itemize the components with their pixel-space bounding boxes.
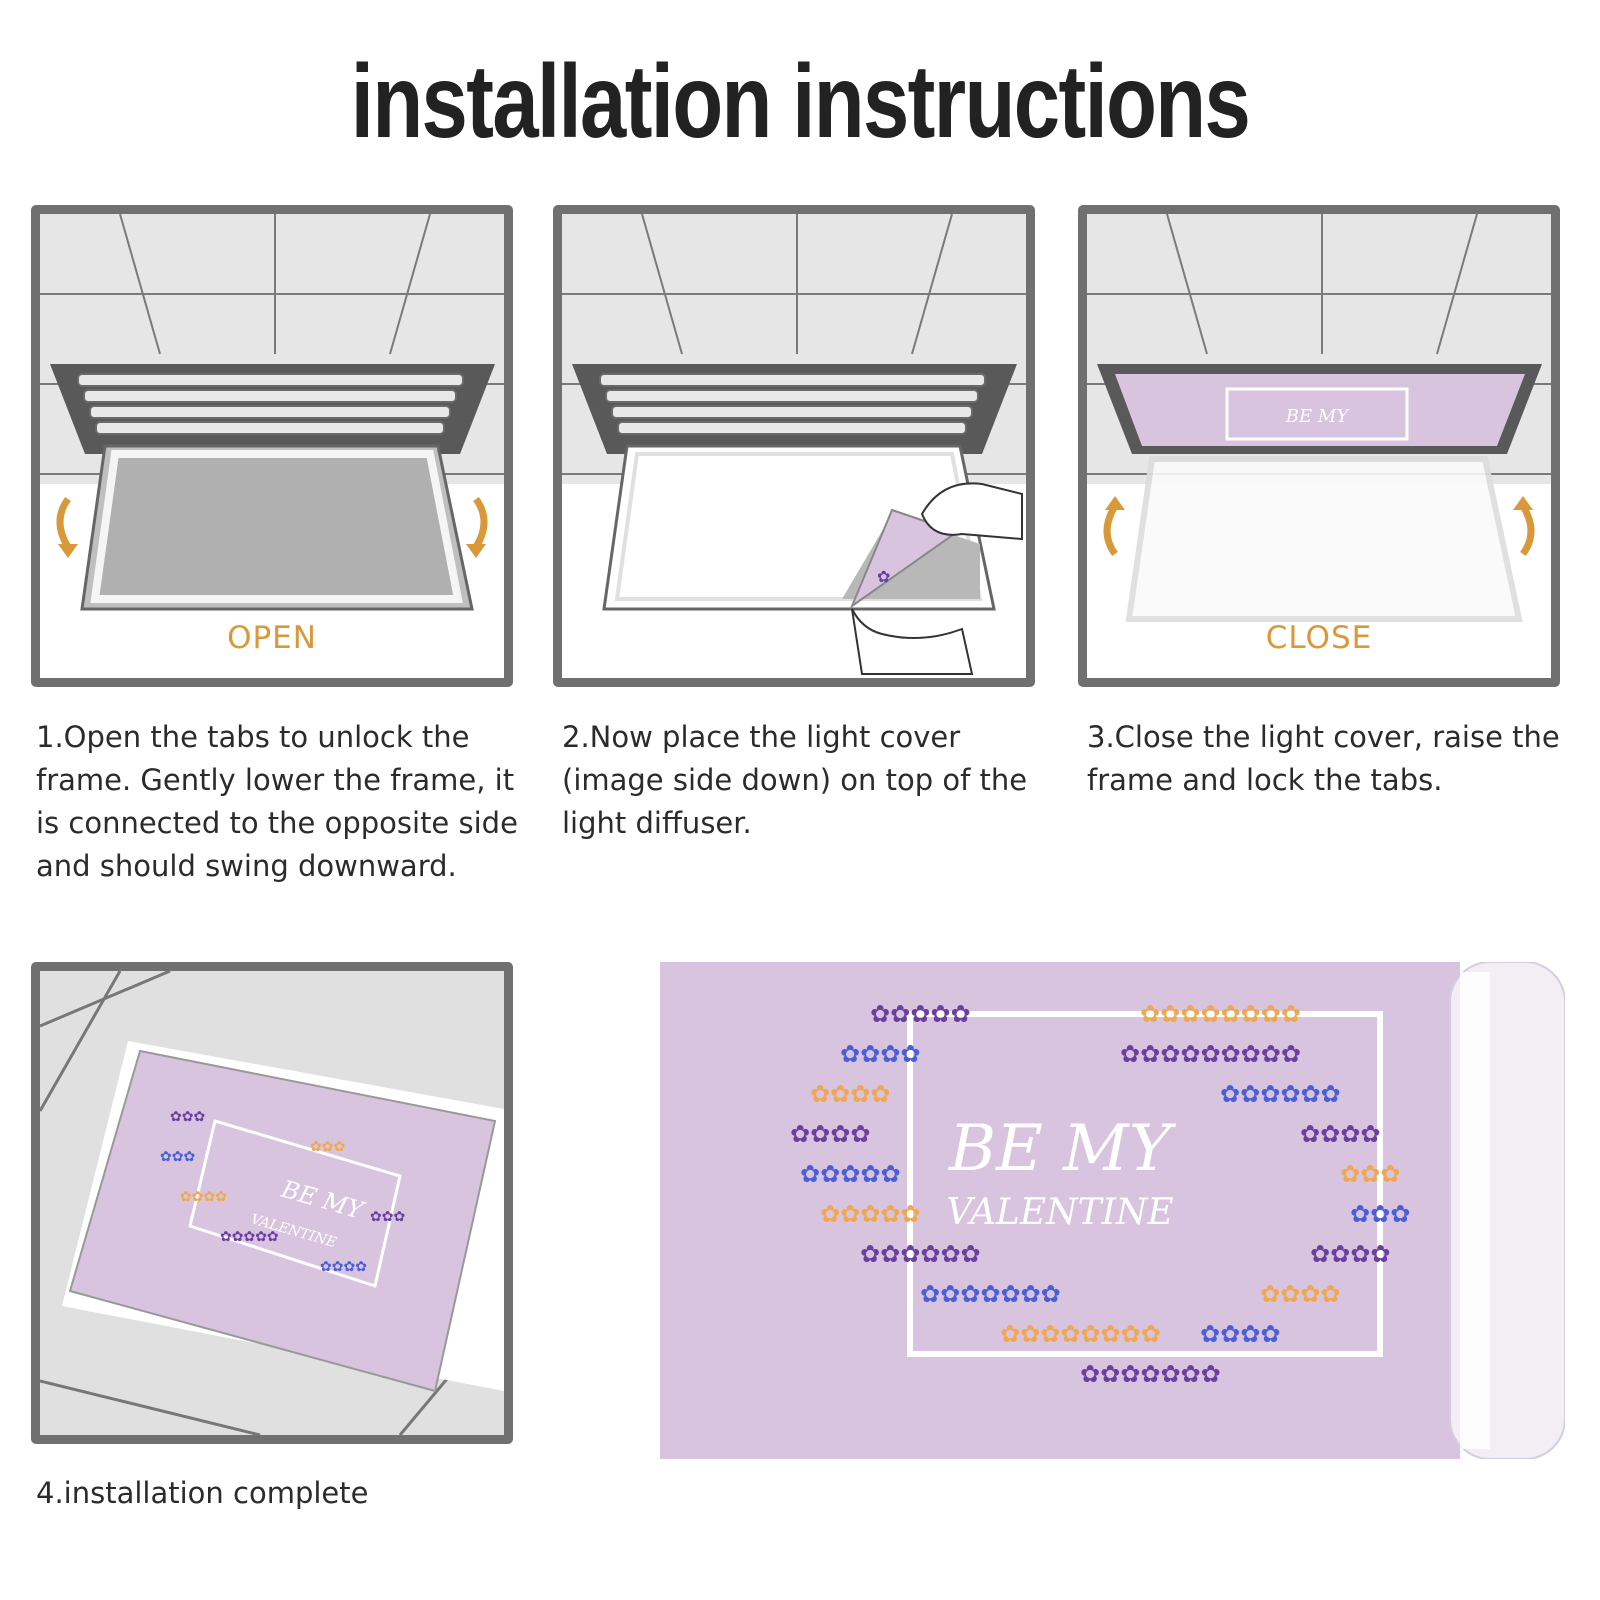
svg-text:✿✿✿: ✿✿✿ (1350, 1200, 1410, 1228)
svg-text:✿✿✿✿: ✿✿✿✿ (1200, 1320, 1280, 1348)
step-1-caption: 1.Open the tabs to unlock the frame. Gen… (36, 720, 518, 883)
step-4-illustration: BE MY VALENTINE ✿✿✿ ✿✿✿ ✿✿✿✿ ✿✿✿✿✿ ✿✿✿✿ … (31, 962, 513, 1444)
svg-text:✿✿✿✿: ✿✿✿✿ (180, 1189, 227, 1205)
close-label: CLOSE (1265, 620, 1373, 656)
svg-text:BE MY: BE MY (1285, 406, 1351, 427)
svg-text:✿✿✿✿✿: ✿✿✿✿✿ (870, 1000, 971, 1028)
product-banner: ✿✿✿✿✿ ✿✿✿✿ ✿✿✿✿ ✿✿✿✿ ✿✿✿✿✿ ✿✿✿✿✿ ✿✿✿✿✿✿ … (660, 961, 1566, 1460)
svg-text:✿✿✿✿✿: ✿✿✿✿✿ (800, 1160, 901, 1188)
svg-text:✿✿✿: ✿✿✿ (310, 1139, 345, 1155)
svg-text:✿✿✿✿✿✿✿: ✿✿✿✿✿✿✿ (920, 1280, 1061, 1308)
svg-text:✿✿✿✿: ✿✿✿✿ (1310, 1240, 1390, 1268)
step-3-illustration: BE MY CLOSE (1078, 205, 1560, 687)
step-3-caption: 3.Close the light cover, raise the frame… (1087, 720, 1560, 797)
svg-text:✿✿✿✿✿✿✿✿: ✿✿✿✿✿✿✿✿ (1000, 1320, 1161, 1348)
banner-line-1: BE MY (949, 1112, 1171, 1186)
svg-text:✿✿✿✿✿✿: ✿✿✿✿✿✿ (1220, 1080, 1341, 1108)
svg-text:✿✿✿✿: ✿✿✿✿ (790, 1120, 870, 1148)
svg-text:✿✿✿✿: ✿✿✿✿ (810, 1080, 890, 1108)
svg-text:✿✿✿✿✿✿✿✿✿: ✿✿✿✿✿✿✿✿✿ (1120, 1040, 1301, 1068)
svg-text:✿✿✿✿✿✿✿✿: ✿✿✿✿✿✿✿✿ (1140, 1000, 1301, 1028)
open-label: OPEN (227, 620, 317, 656)
svg-text:✿✿✿✿✿: ✿✿✿✿✿ (220, 1229, 279, 1245)
step-2-illustration: ✿ (553, 205, 1035, 687)
svg-text:✿✿✿: ✿✿✿ (1340, 1160, 1400, 1188)
svg-text:✿✿✿✿✿✿✿: ✿✿✿✿✿✿✿ (1080, 1360, 1221, 1388)
svg-text:✿✿✿✿: ✿✿✿✿ (1260, 1280, 1340, 1308)
svg-text:✿✿✿✿: ✿✿✿✿ (1300, 1120, 1380, 1148)
svg-text:✿✿✿✿: ✿✿✿✿ (840, 1040, 920, 1068)
svg-text:✿✿✿: ✿✿✿ (370, 1209, 405, 1225)
svg-text:✿✿✿: ✿✿✿ (160, 1149, 195, 1165)
step-1-illustration: OPEN (31, 205, 513, 687)
svg-text:✿✿✿✿✿✿: ✿✿✿✿✿✿ (860, 1240, 981, 1268)
svg-text:✿✿✿✿✿: ✿✿✿✿✿ (820, 1200, 921, 1228)
step-2-caption: 2.Now place the light cover (image side … (562, 720, 1028, 840)
banner-line-2: VALENTINE (946, 1192, 1174, 1233)
svg-text:✿✿✿✿: ✿✿✿✿ (320, 1259, 367, 1275)
page-title: installation instructions (350, 44, 1251, 160)
step-4-caption: 4.installation complete (36, 1476, 369, 1510)
svg-text:✿: ✿ (877, 567, 890, 586)
svg-text:✿✿✿: ✿✿✿ (170, 1109, 205, 1125)
